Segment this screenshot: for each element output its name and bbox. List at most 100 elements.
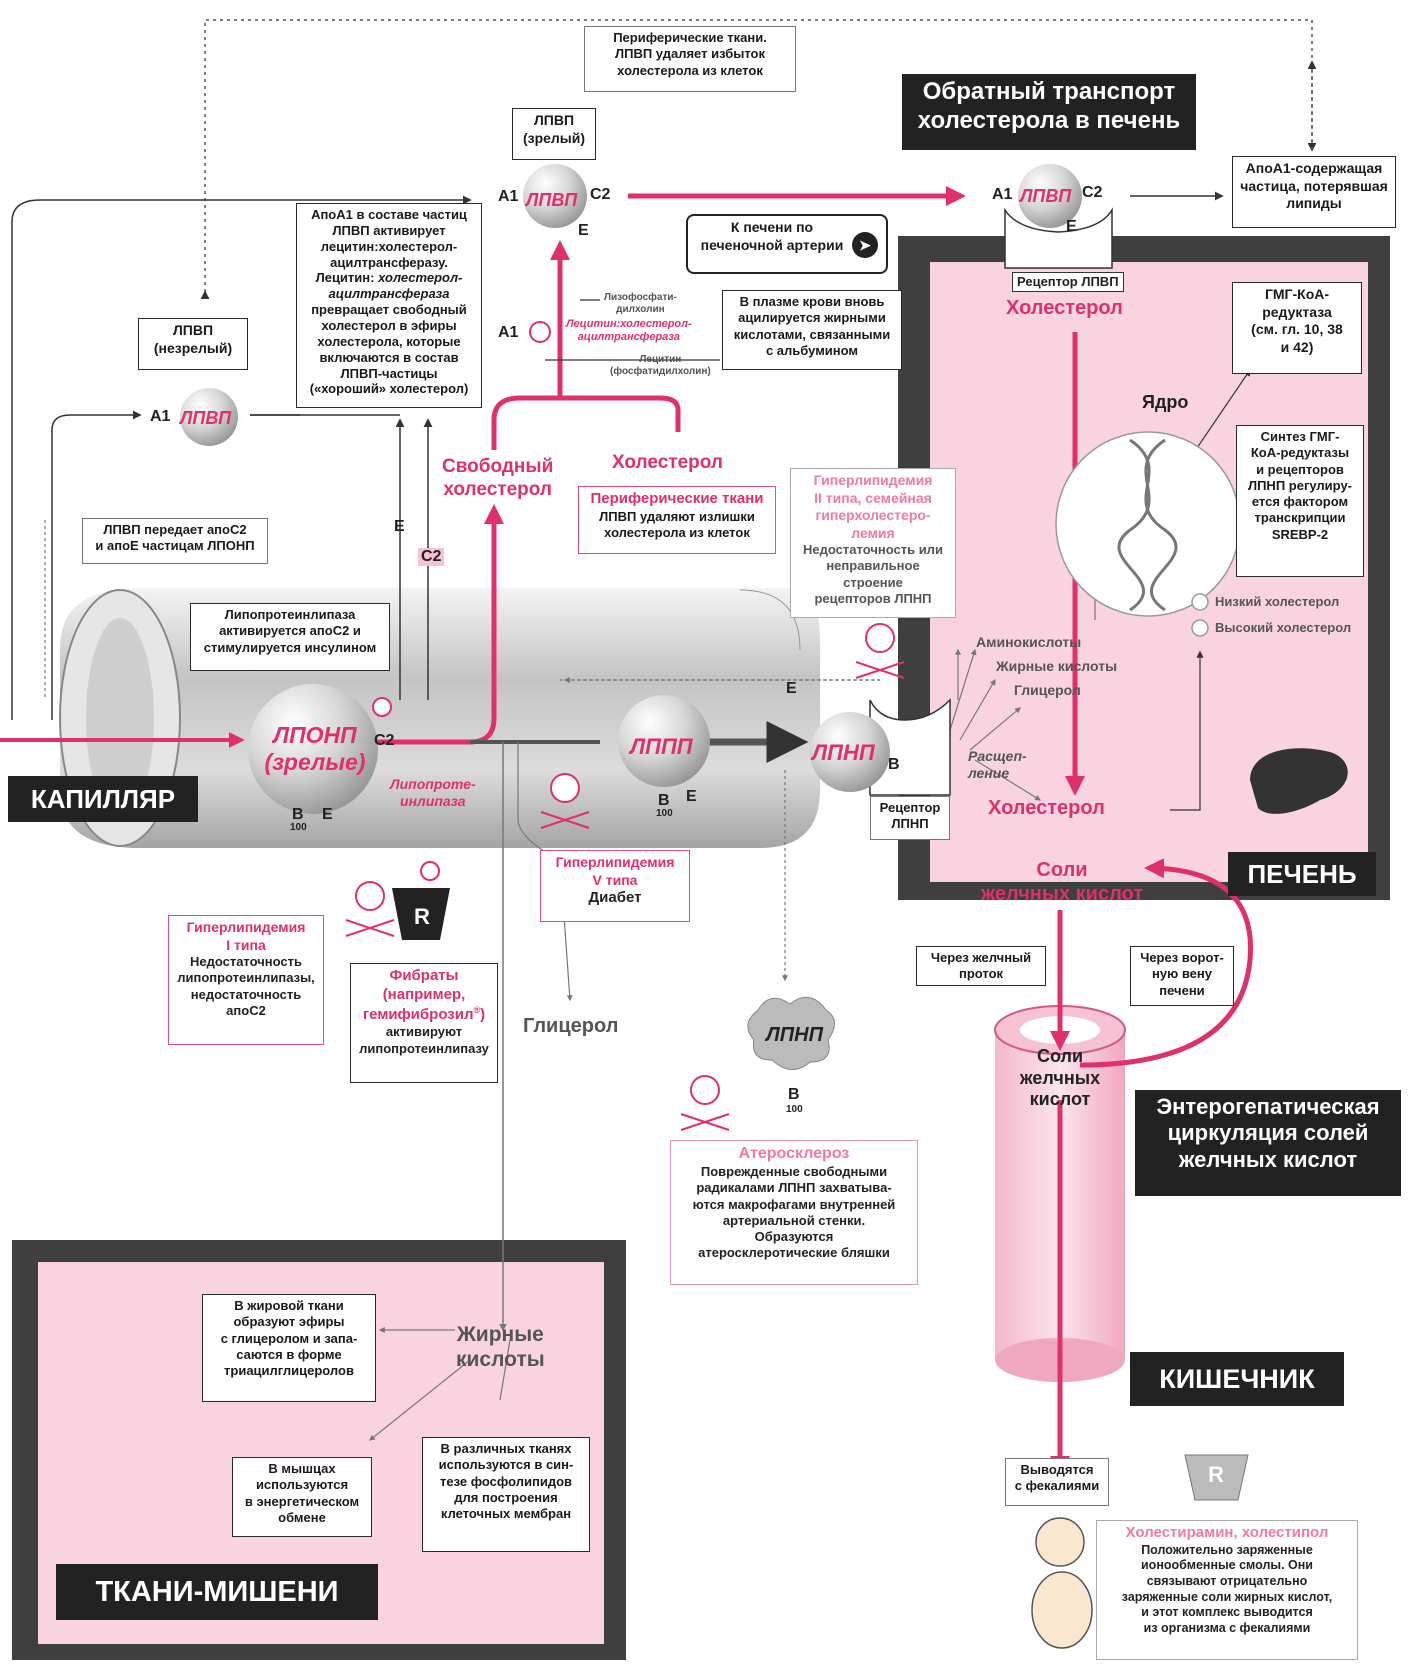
a1-tag-mature: A1 bbox=[498, 188, 519, 205]
liver-banner: ПЕЧЕНЬ bbox=[1228, 852, 1376, 896]
bile-salts-intestine-label: Соли желчных кислот bbox=[1019, 1046, 1101, 1110]
hyper1-title: Гиперлипидемия I типа bbox=[186, 919, 306, 953]
arrow-right-icon: ➤ bbox=[852, 232, 878, 258]
fatty-acids-liver-label: Жирные кислоты bbox=[996, 658, 1118, 674]
peripheral-body: ЛПВП удаляют излишки холестерола из клет… bbox=[599, 508, 755, 540]
b100-tag-vldl: 100 bbox=[290, 822, 307, 833]
hyper5-title: Гиперлипидемия V типа bbox=[555, 854, 675, 888]
vldl-sphere bbox=[248, 684, 378, 814]
c2-tag-mature: C2 bbox=[590, 186, 611, 203]
hdl-transfer-box: ЛПВП передает апоС2 и апоЕ частицам ЛПОН… bbox=[82, 518, 268, 564]
athero-title: Атеросклероз bbox=[738, 1145, 850, 1162]
apoa1-lcat-box: АпоА1 в составе частиц ЛПВП активирует л… bbox=[296, 203, 482, 408]
fibrates-title: Фибраты (например, гемифиброзил®) bbox=[355, 967, 493, 1024]
hdl-mature-label: ЛПВП bbox=[526, 190, 578, 210]
rx-symbol-1: R bbox=[414, 904, 430, 929]
ldl-damaged-label: ЛПНП bbox=[766, 1024, 823, 1046]
hdl-immature-sphere bbox=[180, 388, 238, 446]
free-cholesterol-label: Свободный холестерол bbox=[442, 456, 554, 500]
hdl-mature-sphere bbox=[523, 164, 587, 228]
hdl-mature-box: ЛПВП (зрелый) bbox=[512, 108, 596, 160]
resin-title: Холестирамин, холестипол bbox=[1125, 1524, 1329, 1541]
b-tag-vldl: B bbox=[292, 806, 304, 823]
bile-salts-liver-label: Соли желчных кислот bbox=[980, 859, 1144, 905]
bile-duct-box: Через желчный проток bbox=[916, 946, 1046, 986]
e-tag-vldl: E bbox=[322, 806, 333, 823]
portal-vein-box: Через ворот- ную вену печени bbox=[1130, 946, 1234, 1006]
various-tissues-box: В различных тканях используются в син- т… bbox=[422, 1437, 590, 1552]
hyper1-body: Недостаточность липопротеинлипазы, недос… bbox=[177, 954, 315, 1018]
hdl-liver-label: ЛПВП bbox=[1020, 186, 1072, 206]
degradation-label: Расщеп- ление bbox=[968, 748, 1027, 781]
fibrates-close-paren: ) bbox=[480, 1005, 486, 1023]
e-tag-free: E bbox=[394, 518, 405, 535]
hdl-immature-label: ЛПВП bbox=[180, 408, 232, 428]
hdl-immature-box: ЛПВП (незрелый) bbox=[138, 318, 248, 370]
peripheral-tissues-box: Периферические ткани ЛПВП удаляют излишк… bbox=[578, 486, 776, 554]
hdl-liver-sphere bbox=[1018, 164, 1082, 228]
hyper2-body: Недостаточность или неправильное строени… bbox=[803, 542, 943, 606]
capillary-banner: КАПИЛЛЯР bbox=[8, 776, 198, 822]
apoa1-lcat-text-3: превращает свободный холестерол в эфиры … bbox=[309, 302, 469, 397]
skull-icon bbox=[345, 623, 905, 1131]
c2-tag-free: C2 bbox=[418, 548, 445, 566]
amino-acids-label: Аминокислоты bbox=[976, 634, 1082, 650]
hyperlipidemia-v-box: Гиперлипидемия V типа Диабет bbox=[540, 850, 690, 922]
muscle-box: В мышцах используются в энергетическом о… bbox=[232, 1457, 372, 1537]
hyper5-body: Диабет bbox=[588, 889, 642, 906]
idl-label: ЛППП bbox=[630, 734, 693, 759]
apoa1-lcat-text-1: АпоА1 в составе частиц ЛПВП активирует л… bbox=[311, 207, 467, 286]
nucleus-label: Ядро bbox=[1142, 392, 1189, 412]
ldl-sphere bbox=[810, 712, 890, 792]
fatty-acids-target-label: Жирные кислоты bbox=[456, 1323, 545, 1372]
registered-mark: ® bbox=[473, 1004, 481, 1015]
glycerol-label: Глицерол bbox=[523, 1015, 619, 1037]
hdl-receptor-label: Рецептор ЛПВП bbox=[1012, 272, 1124, 292]
synthesis-regulation-box: Синтез ГМГ- КоА-редуктазы и рецепторов Л… bbox=[1236, 425, 1364, 577]
fibrates-title-text: Фибраты (например, гемифиброзил bbox=[362, 967, 474, 1023]
reverse-transport-banner: Обратный транспорт холестерола в печень bbox=[902, 74, 1196, 150]
b100-tag-damaged: 100 bbox=[786, 1104, 803, 1115]
ldl-receptor-box: Рецептор ЛПНП bbox=[870, 796, 950, 840]
b-tag-damaged: B bbox=[788, 1086, 800, 1103]
hmg-reductase-box: ГМГ-КоА- редуктаза (см. гл. 10, 38 и 42) bbox=[1232, 282, 1362, 374]
e-tag-idl: E bbox=[686, 788, 697, 805]
cholesterol-liver-top: Холестерол bbox=[1006, 297, 1123, 319]
peripheral-title: Периферические ткани bbox=[590, 490, 764, 507]
a1-tag-immature: A1 bbox=[150, 408, 171, 425]
plasma-reacylation-box: В плазме крови вновь ацилируется жирными… bbox=[722, 290, 902, 370]
athero-body: Поврежденные свободными радикалами ЛПНП … bbox=[692, 1164, 896, 1261]
hyperlipidemia-i-box: Гиперлипидемия I типа Недостаточность ли… bbox=[168, 915, 324, 1045]
c2-tag-vldl: C2 bbox=[374, 732, 395, 749]
top-peripheral-box: Периферические ткани. ЛПВП удаляет избыт… bbox=[584, 26, 796, 92]
b100-tag-idl: 100 bbox=[656, 808, 673, 819]
apoa1-lcat-text-2: холестерол-ацилтрансфераза bbox=[328, 270, 463, 302]
b-tag-idl: B bbox=[658, 792, 670, 809]
lecithin-label: Лецитин (фосфатидилхолин) bbox=[610, 354, 711, 377]
atherosclerosis-box: Атеросклероз Поврежденные свободными рад… bbox=[670, 1140, 918, 1285]
high-chol-label: Высокий холестерол bbox=[1215, 620, 1352, 635]
b-tag-ldl: B bbox=[888, 756, 900, 773]
cholesterol-liver-bottom: Холестерол bbox=[988, 797, 1105, 819]
fibrates-body: активируют липопротеинлипазу bbox=[359, 1024, 489, 1056]
adipose-box: В жировой ткани образуют эфиры с глицеро… bbox=[202, 1294, 376, 1402]
resin-body: Положительно заряженные ионообменные смо… bbox=[1121, 1542, 1333, 1635]
a1-tag-lcat: A1 bbox=[498, 324, 519, 341]
fibrates-box: Фибраты (например, гемифиброзил®) активи… bbox=[350, 963, 498, 1083]
target-tissues-banner: ТКАНИ-МИШЕНИ bbox=[56, 1564, 378, 1620]
e-tag-released: E bbox=[786, 680, 797, 697]
lysophosphatidylcholine-label: Лизофосфати- дилхолин bbox=[604, 292, 677, 315]
lcat-label: Лецитин:холестерол- ацилтрансфераза bbox=[566, 318, 692, 344]
resins-box: Холестирамин, холестипол Положительно за… bbox=[1096, 1520, 1358, 1660]
intestine-banner: КИШЕЧНИК bbox=[1130, 1352, 1344, 1406]
liver-organ bbox=[1250, 748, 1348, 814]
idl-sphere bbox=[618, 695, 710, 787]
ldl-label: ЛПНП bbox=[812, 740, 875, 765]
glycerol-liver-label: Глицерол bbox=[1014, 682, 1081, 698]
e-tag-mature: E bbox=[578, 222, 589, 239]
e-tag-liver: E bbox=[1066, 218, 1077, 235]
apoa1-depleted-box: АпоА1-содержащая частица, потерявшая лип… bbox=[1232, 156, 1396, 228]
hyperlipidemia-ii-box: Гиперлипидемия II типа, семейная гиперхо… bbox=[790, 468, 956, 618]
c2-tag-liver: C2 bbox=[1082, 184, 1103, 201]
hyper2-title: Гиперлипидемия II типа, семейная гиперхо… bbox=[813, 472, 933, 541]
